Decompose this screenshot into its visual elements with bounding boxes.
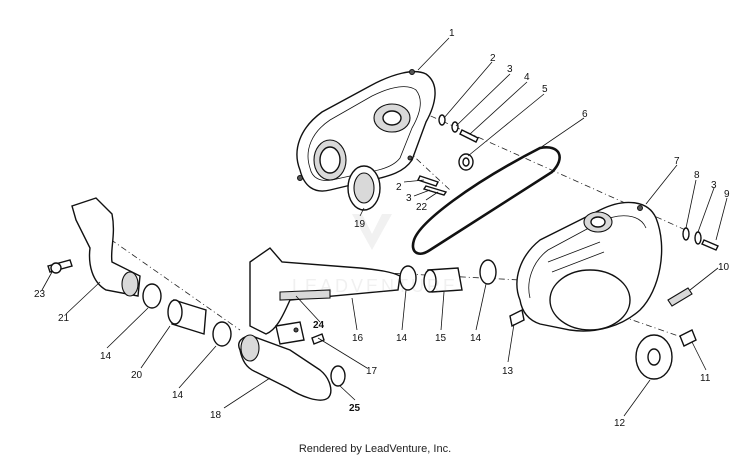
clamps-and-tubes [142,259,497,347]
callout-16: 16 [352,333,364,344]
parts-10-11-12 [635,287,697,380]
callout-13: 13 [502,366,514,377]
callout-20: 20 [131,370,143,381]
leader-lines [41,37,728,417]
callout-17: 17 [366,366,378,377]
callout-2: 2 [490,53,496,64]
mount-tab-13 [509,308,525,328]
callout-9: 9 [724,189,730,200]
callout-8: 8 [694,170,700,181]
callout-15: 15 [435,333,447,344]
bolt-washer-stack [417,114,479,196]
lower-duct-18 [238,334,332,401]
callout-21: 21 [58,313,70,324]
callout-25: 25 [349,403,361,414]
callout-1: 1 [449,28,455,39]
render-credit: Rendered by LeadVenture, Inc. [299,443,451,455]
watermark-text: LEADVENTURE [292,276,458,296]
callout-7: 7 [674,156,680,167]
callout-14: 14 [100,351,112,362]
inner-cover-plate [296,69,436,192]
callout-2: 2 [396,182,402,193]
cover-bolt-stack [682,227,719,251]
callout-labels: 1 2 3 4 5 6 2 3 22 19 7 8 3 9 10 11 12 1… [34,28,730,429]
callout-4: 4 [524,72,530,83]
callout-14: 14 [396,333,408,344]
callout-10: 10 [718,262,730,273]
callout-24: 24 [313,320,325,331]
callout-5: 5 [542,84,548,95]
seal-19 [347,165,381,211]
callout-3: 3 [406,193,412,204]
callout-6: 6 [582,109,588,120]
callout-14: 14 [470,333,482,344]
callout-3: 3 [711,180,717,191]
callout-18: 18 [210,410,222,421]
intake-duct [249,247,401,387]
callout-19: 19 [354,219,366,230]
drive-belt [411,146,561,255]
callout-23: 23 [34,289,46,300]
callout-22: 22 [416,202,428,213]
inlet-elbow-21 [47,197,141,297]
callout-14: 14 [172,390,184,401]
callout-11: 11 [700,373,711,384]
outer-clutch-cover [516,201,663,332]
watermark: LEADVENTURE [292,214,458,296]
callout-3: 3 [507,64,513,75]
callout-12: 12 [614,418,626,429]
